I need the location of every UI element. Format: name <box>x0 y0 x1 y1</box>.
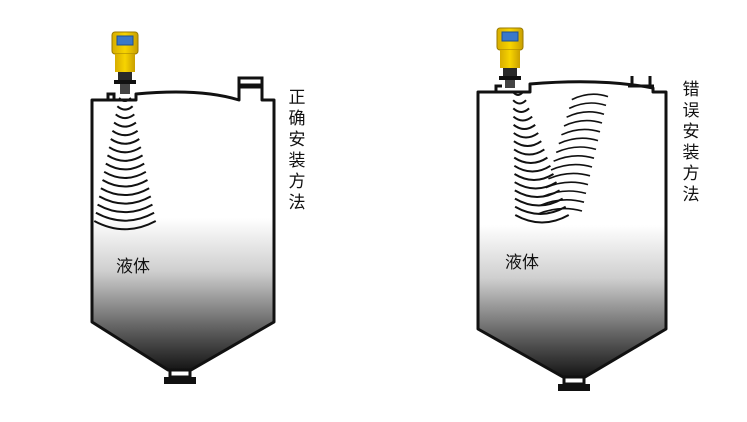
reflected-wave-arc <box>548 172 591 180</box>
wave-arc <box>513 173 555 181</box>
wave-arc <box>513 148 545 156</box>
wave-arc <box>513 132 539 139</box>
wrong-installation-label: 错误安装方法 <box>682 80 700 205</box>
wave-arc <box>108 146 142 154</box>
reflected-wave-arc <box>561 128 601 136</box>
tank-correct <box>90 76 276 384</box>
reflected-wave-arc <box>558 137 599 145</box>
liquid-label-wrong: 液体 <box>505 253 539 273</box>
radar-sensor-correct <box>111 31 139 94</box>
wave-arc <box>103 170 147 179</box>
sensor-body <box>500 50 520 68</box>
wave-arc <box>102 179 148 188</box>
wave-arc <box>113 121 137 128</box>
tank-outline <box>476 80 668 379</box>
wave-arc <box>514 181 558 190</box>
sensor-flange <box>499 76 521 80</box>
wave-arc <box>97 203 153 214</box>
tank-wrong <box>476 76 668 391</box>
bottom-flange <box>558 384 590 391</box>
wave-arc <box>512 115 533 122</box>
wave-arc <box>95 211 155 222</box>
tank-outline <box>90 83 276 372</box>
radar-waves-correct <box>93 97 157 231</box>
sensor-neck <box>118 72 132 80</box>
bottom-nozzle <box>562 375 586 386</box>
wave-arc <box>93 220 157 231</box>
tank-liquid <box>478 225 666 377</box>
top-nozzle <box>628 76 654 88</box>
wave-arc <box>100 187 150 197</box>
radar-waves-wrong <box>512 91 570 224</box>
wave-arc <box>513 156 548 164</box>
reflected-wave-arc <box>545 181 589 189</box>
radar-sensor-wrong <box>496 27 524 88</box>
sensor-display <box>501 31 519 42</box>
wave-arc <box>512 123 536 130</box>
reflected-wave-arc <box>550 163 593 171</box>
sensor-flange <box>114 80 136 84</box>
wave-arc <box>514 214 570 224</box>
wave-arc <box>513 164 551 173</box>
wave-arc <box>111 129 139 137</box>
wave-arc <box>98 195 152 205</box>
wave-arc <box>118 97 132 102</box>
radar-waves-reflected <box>537 93 609 215</box>
bottom-flange <box>164 377 196 384</box>
wave-arc <box>115 113 135 120</box>
reflected-wave-arc <box>537 207 583 215</box>
wave-arc <box>513 140 542 147</box>
tank-liquid <box>91 218 274 370</box>
wave-arc <box>512 91 524 96</box>
reflected-wave-arc <box>555 146 597 154</box>
reflected-wave-arc <box>542 190 587 198</box>
wave-arc <box>512 99 527 105</box>
liquid-label-correct: 液体 <box>116 257 150 277</box>
wave-arc <box>116 105 134 111</box>
wave-arc <box>512 107 530 113</box>
reflected-wave-arc <box>568 102 607 110</box>
sensor-body <box>115 54 135 72</box>
tank-roof <box>92 92 116 102</box>
reflected-wave-arc <box>571 93 609 101</box>
reflected-wave-arc <box>553 155 595 162</box>
wave-arc <box>105 162 145 171</box>
wave-arc <box>514 197 564 207</box>
tank-roof <box>478 84 502 94</box>
bottom-nozzle <box>168 368 192 379</box>
wave-arc <box>110 138 140 145</box>
top-nozzle <box>237 76 264 89</box>
sensor-horn <box>505 80 515 88</box>
reflected-wave-arc <box>566 111 605 118</box>
sensor-neck <box>503 68 517 76</box>
sensor-horn <box>120 84 130 94</box>
reflected-wave-arc <box>563 119 603 127</box>
correct-installation-label: 正确安装方法 <box>288 88 306 213</box>
sensor-display <box>116 35 134 46</box>
wave-arc <box>106 154 144 162</box>
reflected-wave-arc <box>540 199 585 206</box>
